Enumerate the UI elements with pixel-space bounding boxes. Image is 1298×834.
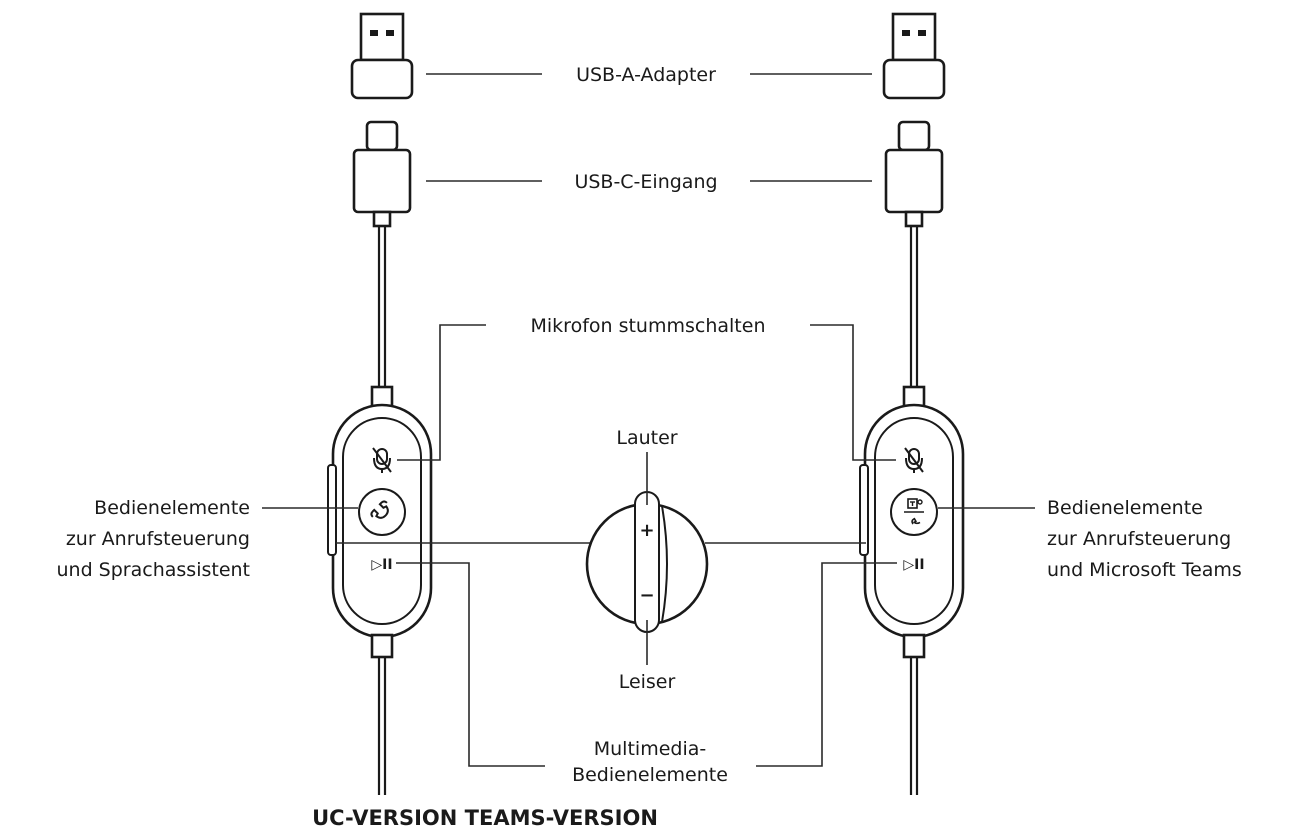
volume-up-label: Lauter (616, 427, 677, 449)
usb-c-plug-right (884, 120, 944, 228)
version-footer: UC-VERSION TEAMS-VERSION (312, 806, 658, 830)
mic-mute-icon (904, 447, 924, 473)
play-pause-icon: ▷II (903, 557, 924, 573)
teams-version-device: ▷II (859, 12, 965, 795)
mic-mute-icon (372, 447, 392, 473)
leader-lines (262, 73, 1035, 767)
uc-version-device: ▷II (327, 12, 433, 795)
left-controls-label-line1: Bedienelemente (94, 497, 250, 519)
right-controls-label-line2: zur Anrufsteuerung (1047, 528, 1231, 550)
left-controls-label-line2: zur Anrufsteuerung (66, 528, 250, 550)
usb-c-plug-left (352, 120, 412, 228)
usb-a-adapter-right (882, 12, 946, 100)
play-pause-icon: ▷II (371, 557, 392, 573)
right-controls-label-line3: und Microsoft Teams (1047, 559, 1242, 581)
usb-a-adapter-left (350, 12, 414, 100)
volume-rocker-zoom: + − (336, 491, 866, 633)
minus-icon: − (639, 585, 654, 606)
usb-c-input-label: USB-C-Eingang (574, 171, 717, 193)
plus-icon: + (639, 520, 654, 541)
volume-down-label: Leiser (619, 671, 676, 693)
multimedia-label-line1: Multimedia- (594, 738, 706, 760)
left-controls-label-line3: und Sprachassistent (57, 559, 251, 581)
teams-icon (904, 498, 924, 525)
usb-a-adapter-label: USB-A-Adapter (576, 64, 716, 86)
call-button-left[interactable] (358, 488, 406, 536)
right-controls-label-line1: Bedienelemente (1047, 497, 1203, 519)
multimedia-label-line2: Bedienelemente (572, 764, 728, 786)
phone-icon (370, 500, 389, 519)
mic-mute-label: Mikrofon stummschalten (531, 315, 766, 337)
